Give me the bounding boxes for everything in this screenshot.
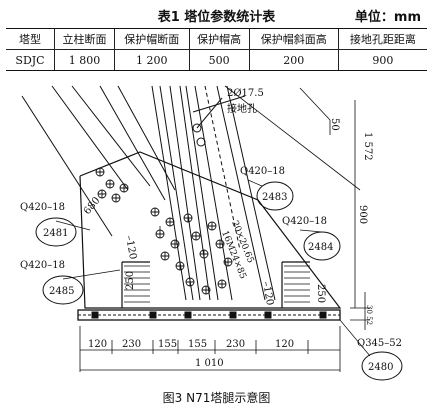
table-cell: 1 200 <box>113 49 190 71</box>
drawing-labels: 2Ø17.5 接地孔 Q420–18 2481 Q420–18 2483 Q42… <box>20 88 402 373</box>
bottom-dimension-chain <box>79 326 341 372</box>
plate-id-label: 2484 <box>308 242 333 253</box>
bottom-dim-label: 155 <box>158 339 177 350</box>
table-header-row: 塔型 立柱断面 保护帽断面 保护帽高 保护帽斜面高 接地孔距距离 <box>6 28 427 50</box>
header-cell: 接地孔距距离 <box>337 28 427 50</box>
total-dim-label: 1 010 <box>195 358 224 369</box>
dim-label: 1 572 <box>362 132 373 161</box>
plate-id-label: 2483 <box>262 192 287 203</box>
dim-label: 30 52 <box>365 305 373 325</box>
plate-spec-label: Q345–52 <box>357 338 402 349</box>
dim-label: 680 <box>82 195 103 217</box>
hole-name-label: 接地孔 <box>227 102 257 115</box>
stiffener-hatches <box>124 265 310 303</box>
grounding-holes <box>192 97 223 147</box>
dim-label: 50 <box>329 118 340 131</box>
plate-id-label: 2481 <box>43 228 68 239</box>
bottom-dim-label: 230 <box>122 339 141 350</box>
base-plate <box>77 309 341 321</box>
table-caption: 表1 塔位参数统计表 单位：mm <box>0 6 433 25</box>
table-cell: 200 <box>248 49 339 71</box>
bottom-dim-label: 120 <box>275 339 294 350</box>
table-unit: 单位：mm <box>354 10 421 25</box>
plate-spec-label: Q420–18 <box>282 216 327 227</box>
header-cell: 保护帽斜面高 <box>248 28 339 50</box>
table-cell: 900 <box>337 49 427 71</box>
plate-id-circles <box>35 181 403 381</box>
table-cell: SDJC <box>6 49 55 71</box>
header-cell: 保护帽断面 <box>113 28 190 50</box>
vertical-dimensions <box>159 85 370 330</box>
table-cell: 500 <box>188 49 250 71</box>
dim-label: –120 <box>260 281 275 307</box>
table-row: SDJC 1 800 1 200 500 200 900 <box>6 49 427 71</box>
dim-label: –120 <box>123 235 138 261</box>
plate-spec-label: Q420–18 <box>20 260 65 271</box>
bottom-dim-label: 230 <box>226 339 245 350</box>
tower-leg-drawing: 2Ø17.5 接地孔 Q420–18 2481 Q420–18 2483 Q42… <box>20 85 403 381</box>
table-cell: 1 800 <box>54 49 115 71</box>
figure-caption: 图3 N71塔腿示意图 <box>162 391 271 405</box>
parameter-table: 塔型 立柱断面 保护帽断面 保护帽高 保护帽斜面高 接地孔距距离 SDJC 1 … <box>6 28 427 71</box>
dim-label: 250 <box>315 284 326 303</box>
header-cell: 塔型 <box>6 28 55 50</box>
gusset-plate-outline <box>79 151 342 309</box>
bottom-dim-label: 120 <box>88 339 107 350</box>
plate-spec-label: Q420–18 <box>240 166 285 177</box>
hole-size-label: 2Ø17.5 <box>227 88 264 99</box>
plate-id-label: 2480 <box>368 362 393 373</box>
dim-label: 250 <box>125 271 136 290</box>
plate-id-label: 2485 <box>49 286 74 297</box>
diagonal-leg-members <box>21 85 276 301</box>
leader-lines <box>55 179 371 357</box>
table-title: 表1 塔位参数统计表 <box>157 10 276 25</box>
bolt-group <box>95 167 233 295</box>
header-cell: 保护帽高 <box>188 28 250 50</box>
plate-spec-label: Q420–18 <box>20 202 65 213</box>
dim-label: 900 <box>357 205 368 224</box>
bottom-dim-label: 155 <box>188 339 207 350</box>
header-cell: 立柱断面 <box>54 28 115 50</box>
